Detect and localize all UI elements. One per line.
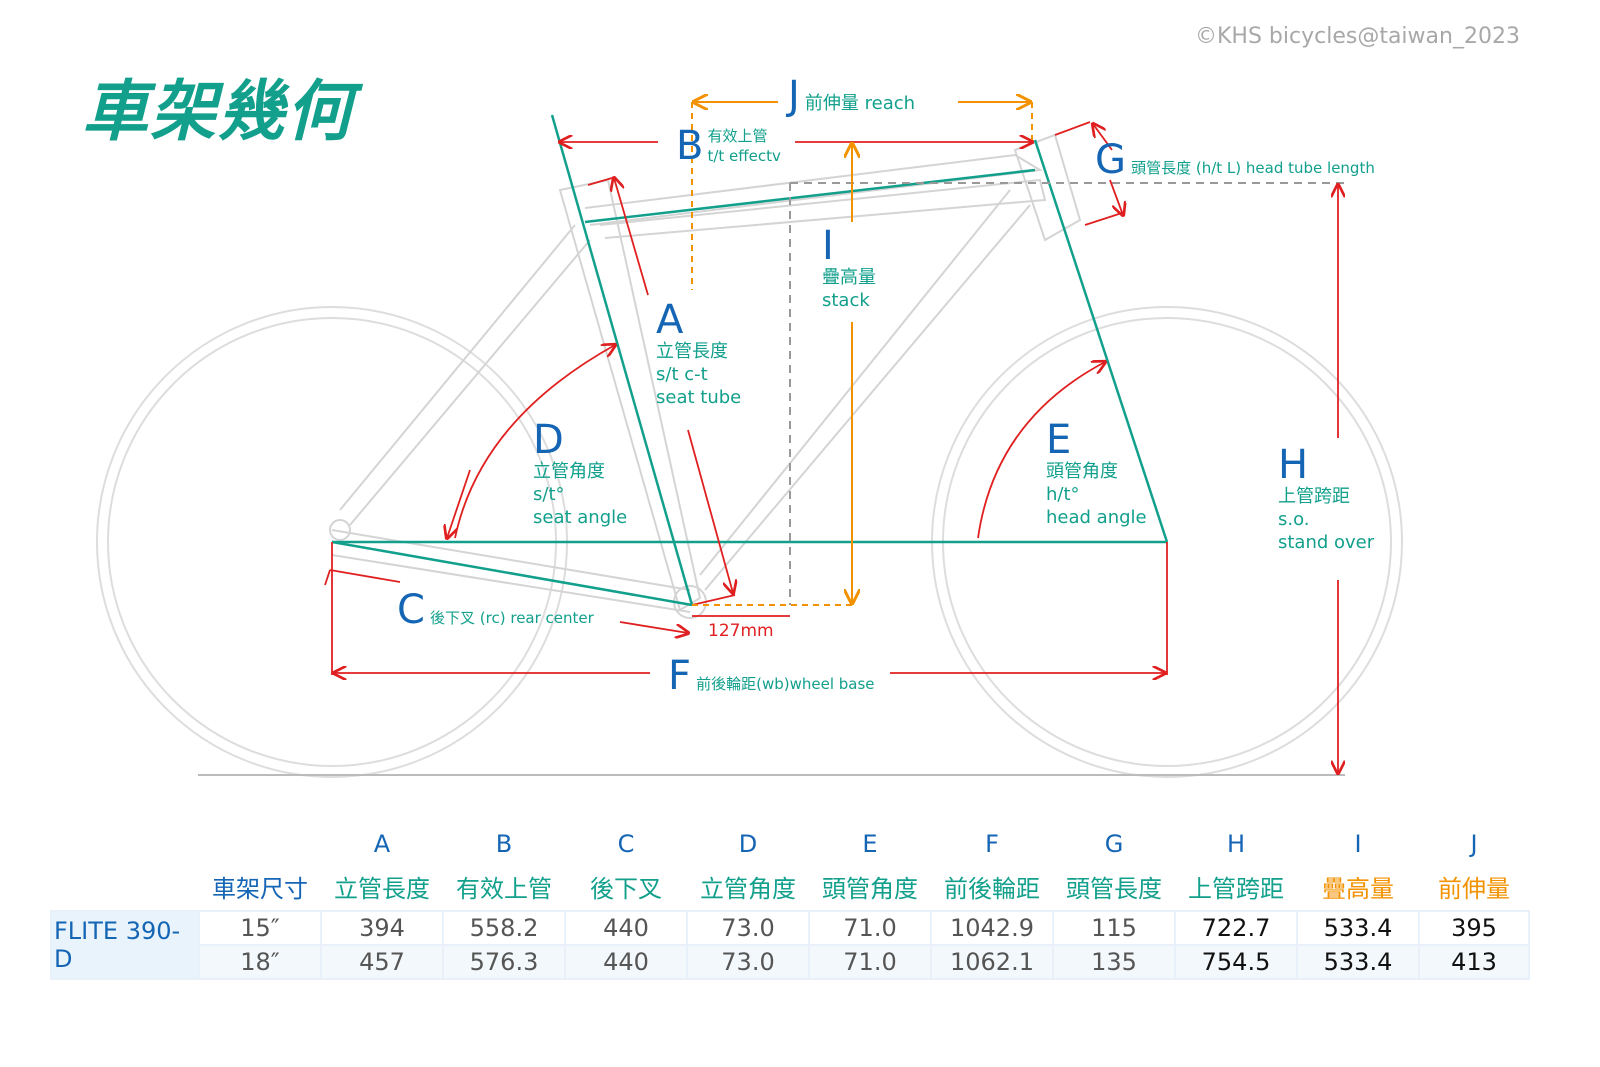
page-title: 車架幾何 <box>82 73 354 150</box>
label-c: C 後下叉 (rc) rear center <box>397 587 594 633</box>
copyright: ©KHS bicycles@taiwan_2023 <box>1195 24 1520 49</box>
label-g: G 頭管長度 (h/t L) head tube length <box>1095 137 1375 183</box>
label-j: J 前伸量 reach <box>788 73 916 119</box>
label-f: F 前後輪距(wb)wheel base <box>668 653 875 699</box>
bb-offset-label: 127mm <box>708 621 774 641</box>
gray-dashes <box>789 182 1350 605</box>
frame-outline <box>329 133 1082 619</box>
geometry-lines <box>331 114 1169 607</box>
orange-dimensions <box>691 102 1033 606</box>
model-name: FLITE 390-D <box>50 910 200 980</box>
red-dimensions <box>324 122 1338 773</box>
